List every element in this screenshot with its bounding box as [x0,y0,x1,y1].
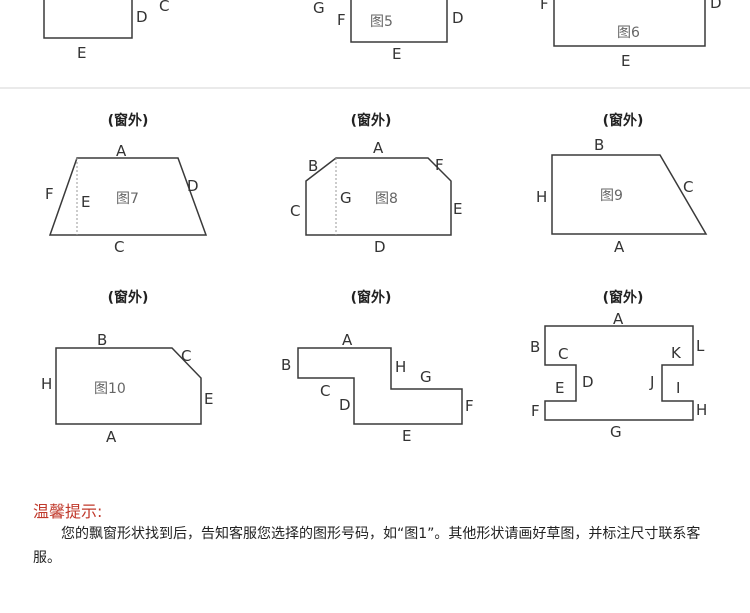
window-outside-label: (窗外) [351,289,392,306]
figure-9: B H 图9 C A [536,136,708,256]
edge-label: F [531,402,540,420]
edge-label: B [97,331,107,349]
edge-label: J [649,373,654,391]
figure-5: G F 图5 D E [313,0,464,63]
figure-10: B C H 图10 E A [41,331,213,446]
edge-label: B [308,157,318,175]
shape-outline [55,347,202,425]
tip-title: 温馨提示: [33,502,103,521]
edge-label: K [671,344,682,362]
edge-label: C [683,178,693,196]
edge-label: B [530,338,540,356]
figure-11: A B H C G D F E [281,331,474,445]
edge-label: F [465,397,474,415]
figure-name: 图5 [370,14,393,30]
figure-8: B A F C G 图8 E D [290,139,462,256]
window-outside-label: (窗外) [108,112,149,129]
edge-label: G [610,423,622,441]
edge-label: E [453,200,462,218]
shape-outline [553,0,706,47]
figure-name: 图7 [116,191,139,207]
edge-label: E [81,193,90,211]
edge-label: H [41,375,52,393]
figure-name: 图9 [600,188,623,204]
edge-label: L [696,337,705,355]
edge-label: D [374,238,386,256]
edge-label: H [395,358,406,376]
window-outside-label: (窗外) [603,289,644,306]
edge-label: E [402,427,411,445]
edge-label: D [339,396,351,414]
edge-label: G [420,368,432,386]
edge-label: C [290,202,300,220]
edge-label: A [342,331,353,349]
edge-label: D [187,177,199,195]
edge-label: A [613,310,624,328]
shape-outline [43,0,133,39]
shape-outline [297,347,463,425]
edge-label: H [696,401,707,419]
edge-label: B [281,356,291,374]
edge-label: A [116,142,127,160]
figure-top-1: C D E [43,0,169,62]
figure-12: A B L C K E D J I F H G [530,310,707,441]
edge-label: D [582,373,594,391]
edge-label: E [555,379,564,397]
edge-label: G [340,189,352,207]
window-outside-label: (窗外) [108,289,149,306]
edge-label: A [614,238,625,256]
figure-name: 图6 [617,25,640,41]
shape-outline [305,157,452,236]
tip-text: 您的飘窗形状找到后，告知客服您选择的图形号码，如“图1”。其他形状请画好草图，并… [33,526,701,566]
edge-label: F [435,156,444,174]
edge-label: A [373,139,384,157]
edge-label: E [204,390,213,408]
edge-label: D [452,9,464,27]
edge-label: C [558,345,568,363]
edge-label: E [392,45,401,63]
edge-label: F [540,0,549,13]
edge-label: F [45,185,54,203]
figure-6: F D 图6 E [540,0,722,70]
window-outside-label: (窗外) [603,112,644,129]
edge-label: D [136,8,148,26]
edge-label: C [320,382,330,400]
edge-label: F [337,11,346,29]
edge-label: E [621,52,630,70]
shape-outline [551,154,708,235]
edge-label: B [594,136,604,154]
edge-label: I [676,379,680,397]
edge-label: G [313,0,325,17]
figure-7: A F E 图7 D C [45,142,208,256]
edge-label: C [181,347,191,365]
shape-outline [48,157,208,236]
figure-name: 图10 [94,381,126,397]
edge-label: E [77,44,86,62]
figure-name: 图8 [375,191,398,207]
edge-label: C [159,0,169,15]
edge-label: D [710,0,722,12]
window-outside-label: (窗外) [351,112,392,129]
edge-label: H [536,188,547,206]
edge-label: A [106,428,117,446]
edge-label: C [114,238,124,256]
shape-outline [544,325,694,421]
shape-outline [350,0,448,43]
